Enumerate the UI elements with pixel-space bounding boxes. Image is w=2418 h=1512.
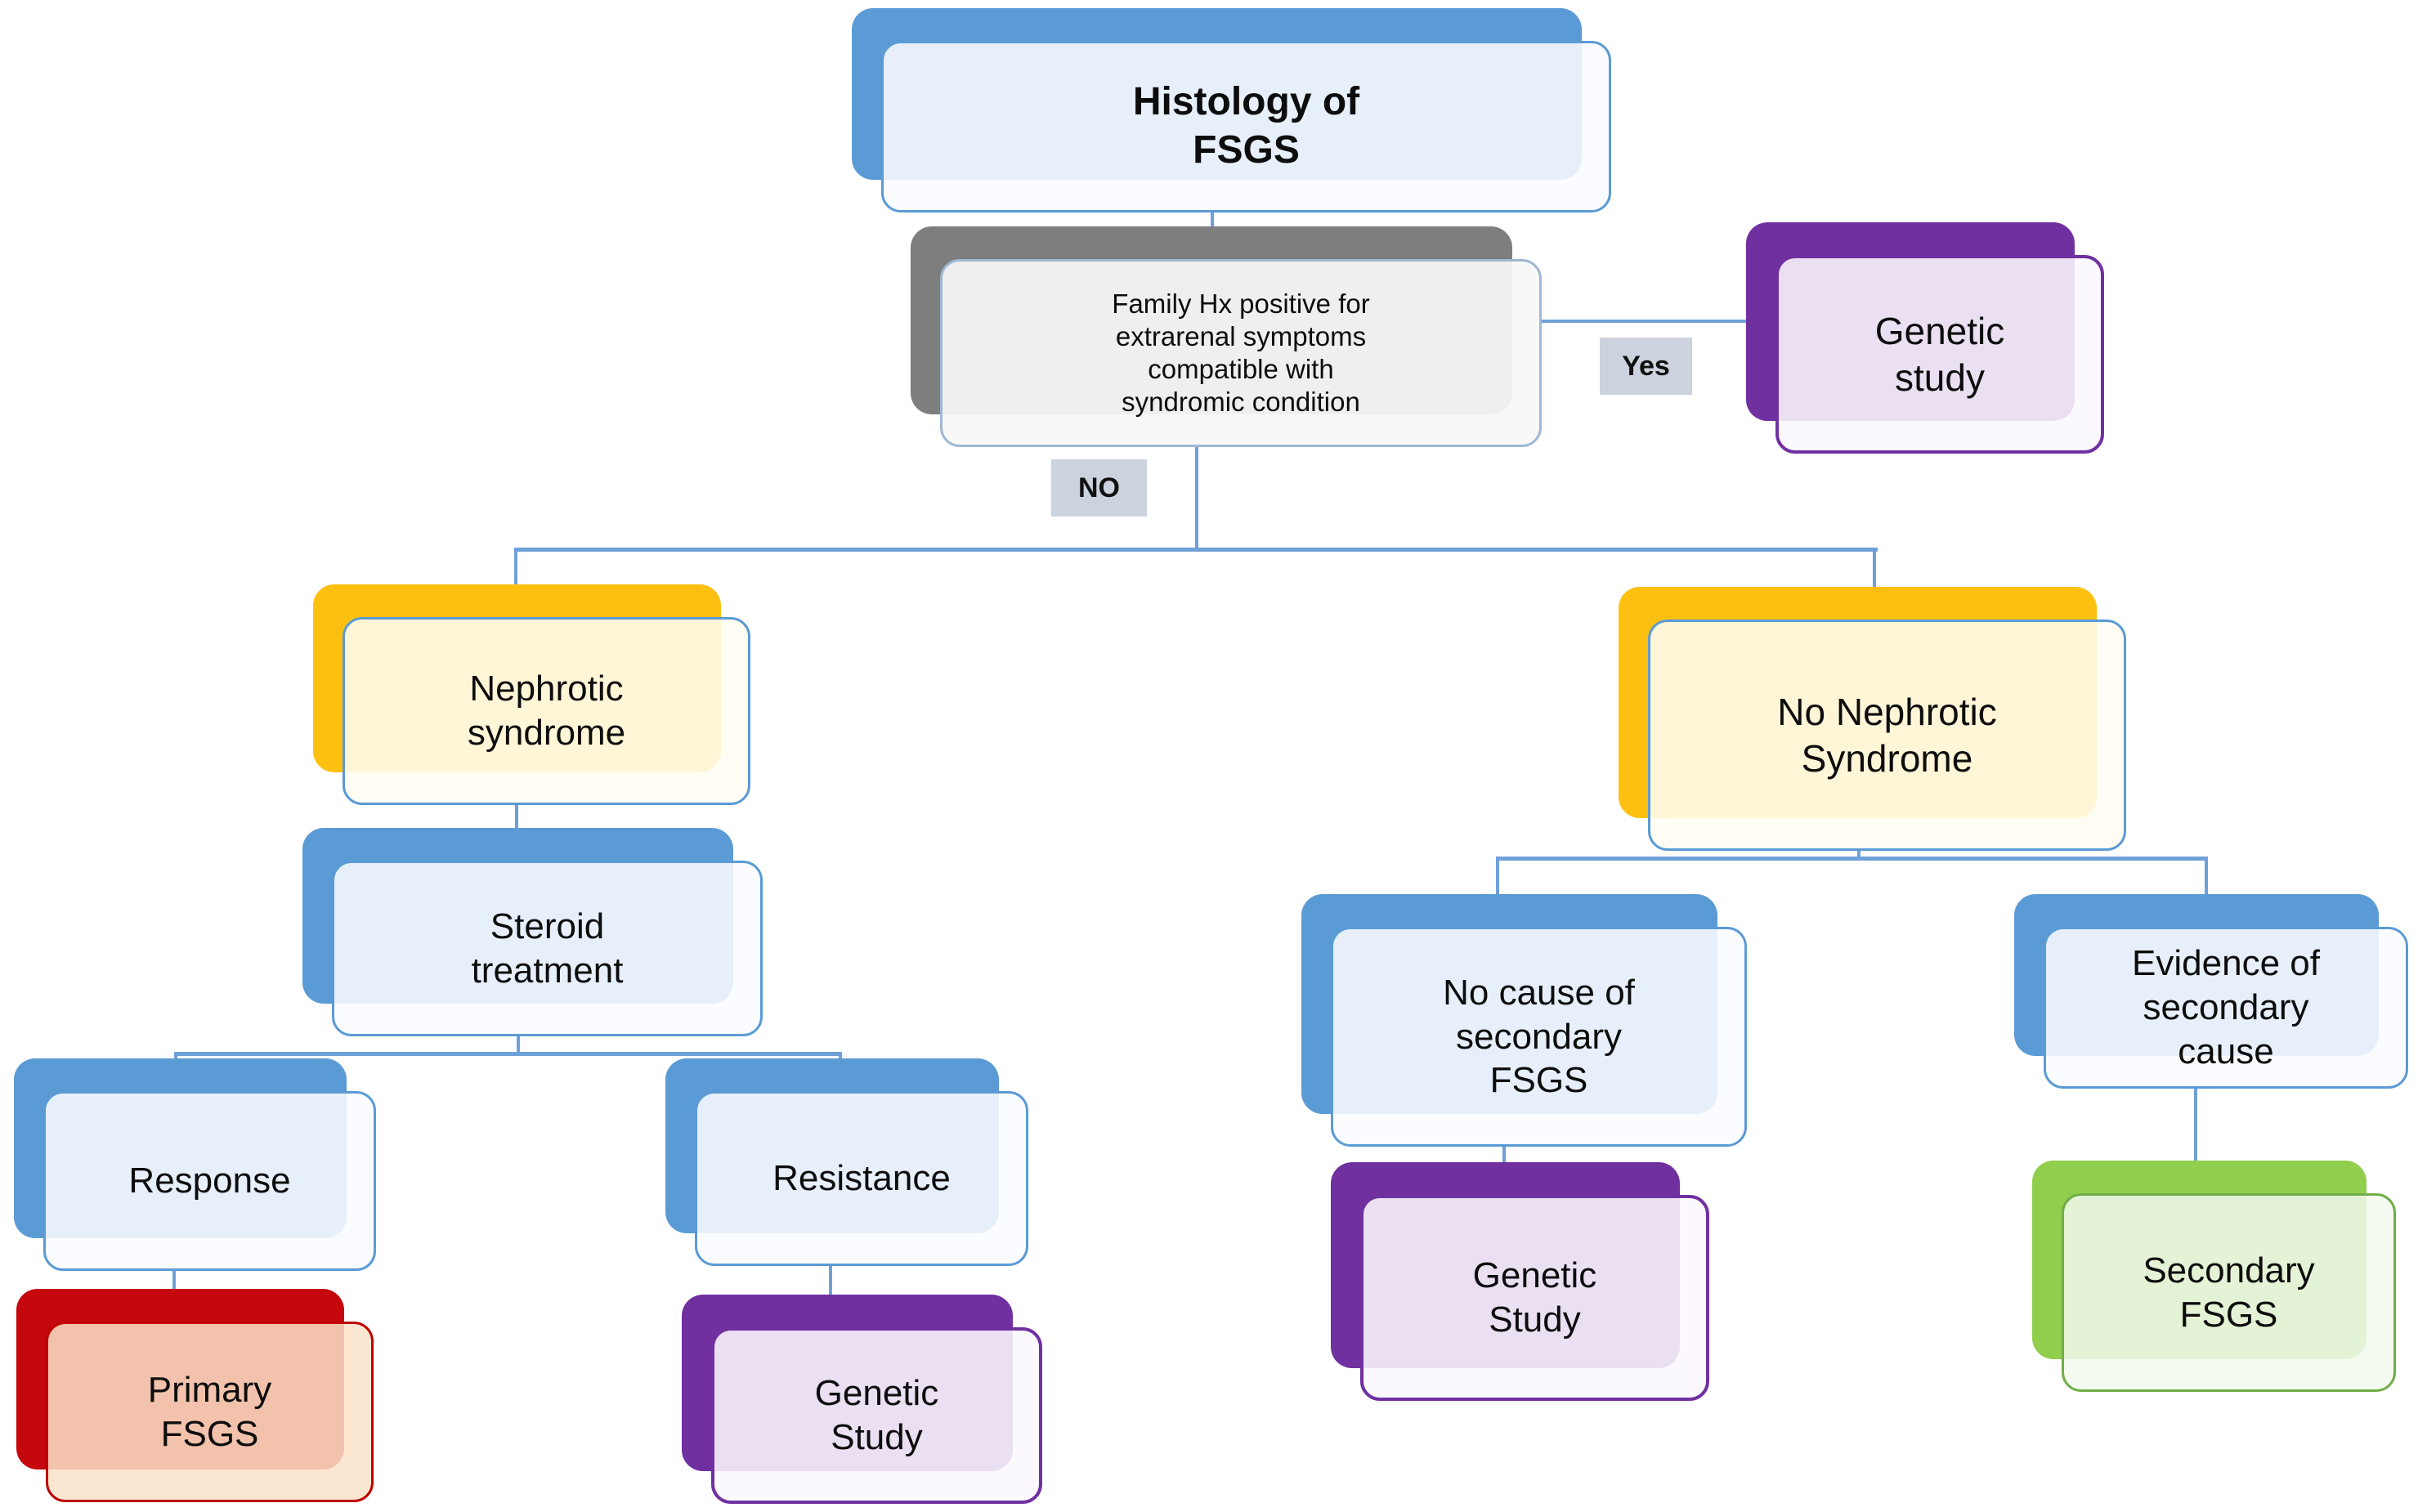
node-label: Secondary FSGS	[2143, 1250, 2315, 1335]
node-card: Genetic study	[1775, 255, 2104, 454]
connector-split-to-no-cause	[1496, 857, 1499, 896]
connector-split-secondary-horizontal	[1496, 857, 2208, 861]
connector-resistance-to-genetic-study	[829, 1266, 832, 1297]
node-card: Resistance	[695, 1091, 1028, 1266]
node-card: Genetic Study	[711, 1327, 1042, 1504]
node-card: Response	[43, 1091, 376, 1271]
connector-split-nephrotic-horizontal	[514, 548, 1878, 552]
node-nephrotic-syndrome: Nephrotic syndrome	[313, 584, 750, 805]
node-genetic-study-yes: Genetic study	[1746, 222, 2104, 454]
connector-family-to-genetic-study-yes	[1542, 320, 1748, 323]
node-resistance: Resistance	[665, 1058, 1028, 1266]
node-label: Genetic Study	[814, 1373, 939, 1457]
node-genetic-study-no-cause: Genetic Study	[1331, 1162, 1709, 1401]
connector-split-response-horizontal	[174, 1052, 842, 1056]
connector-family-down-no	[1195, 447, 1198, 551]
node-label: Evidence of secondary cause	[2132, 943, 2320, 1071]
node-label: Primary FSGS	[147, 1369, 272, 1454]
node-primary-fsgs: Primary FSGS	[16, 1289, 374, 1502]
connector-split-to-no-nephrotic	[1873, 548, 1876, 587]
node-genetic-study-resistance: Genetic Study	[682, 1295, 1042, 1504]
connector-split-to-nephrotic	[514, 548, 517, 587]
node-card: Evidence of secondary cause	[2044, 927, 2408, 1089]
node-label: Genetic study	[1874, 310, 2005, 399]
node-family-hx-question: Family Hx positive for extrarenal sympto…	[911, 226, 1542, 447]
node-card: Histology of FSGS	[881, 41, 1611, 212]
node-label: No cause of secondary FSGS	[1443, 972, 1635, 1101]
node-card: No cause of secondary FSGS	[1331, 927, 1747, 1147]
node-label: Family Hx positive for extrarenal sympto…	[1112, 288, 1370, 418]
connector-histology-to-family	[1211, 211, 1214, 233]
connector-nephrotic-to-steroid	[515, 803, 518, 830]
node-card: Secondary FSGS	[2062, 1193, 2396, 1392]
node-label: Genetic Study	[1472, 1255, 1597, 1340]
connector-no-nephrotic-down	[1857, 851, 1861, 859]
node-label: No Nephrotic Syndrome	[1777, 691, 1997, 780]
node-steroid-treatment: Steroid treatment	[302, 828, 763, 1036]
connector-steroid-down	[517, 1036, 520, 1054]
node-label: Steroid treatment	[471, 906, 624, 991]
connector-evidence-to-secondary-fsgs	[2194, 1089, 2197, 1162]
connector-split-to-response	[174, 1052, 177, 1063]
node-evidence-of-secondary-cause: Evidence of secondary cause	[2014, 894, 2408, 1089]
node-label: Nephrotic syndrome	[467, 669, 626, 753]
node-card: Primary FSGS	[46, 1322, 374, 1502]
node-card: Family Hx positive for extrarenal sympto…	[940, 259, 1542, 447]
node-card: Genetic Study	[1360, 1195, 1709, 1401]
node-secondary-fsgs: Secondary FSGS	[2032, 1161, 2396, 1392]
connector-split-to-evidence	[2205, 857, 2208, 896]
node-label: Resistance	[772, 1158, 951, 1199]
node-card: Steroid treatment	[332, 861, 763, 1036]
node-histology-of-fsgs: Histology of FSGS	[852, 8, 1611, 212]
node-no-nephrotic-syndrome: No Nephrotic Syndrome	[1619, 587, 2126, 851]
connector-no-cause-to-genetic-study	[1502, 1147, 1506, 1165]
node-response: Response	[14, 1058, 376, 1271]
connector-response-to-primary-fsgs	[172, 1271, 176, 1292]
connector-split-to-resistance	[839, 1052, 842, 1063]
edge-label-yes: Yes	[1600, 338, 1692, 395]
edge-label-no: NO	[1051, 459, 1147, 517]
node-no-cause-of-secondary-fsgs: No cause of secondary FSGS	[1301, 894, 1747, 1147]
node-label: Response	[128, 1161, 291, 1201]
node-card: Nephrotic syndrome	[343, 617, 750, 805]
node-card: No Nephrotic Syndrome	[1648, 620, 2126, 851]
node-label: Histology of FSGS	[1132, 80, 1360, 172]
